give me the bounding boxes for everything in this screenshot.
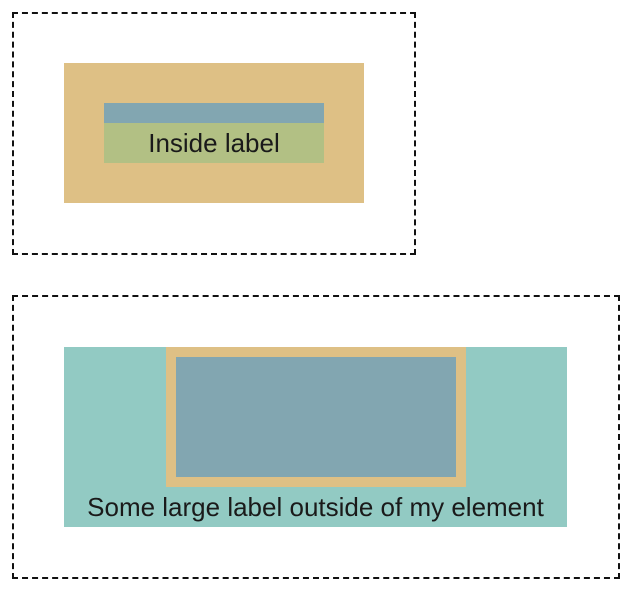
top-dashed-frame [12, 12, 416, 255]
top-inner-bar [104, 103, 324, 123]
outside-label: Some large label outside of my element [87, 492, 544, 522]
bottom-dashed-frame [12, 295, 620, 579]
bottom-element-fill [176, 357, 456, 477]
inside-label: Inside label [104, 123, 324, 163]
